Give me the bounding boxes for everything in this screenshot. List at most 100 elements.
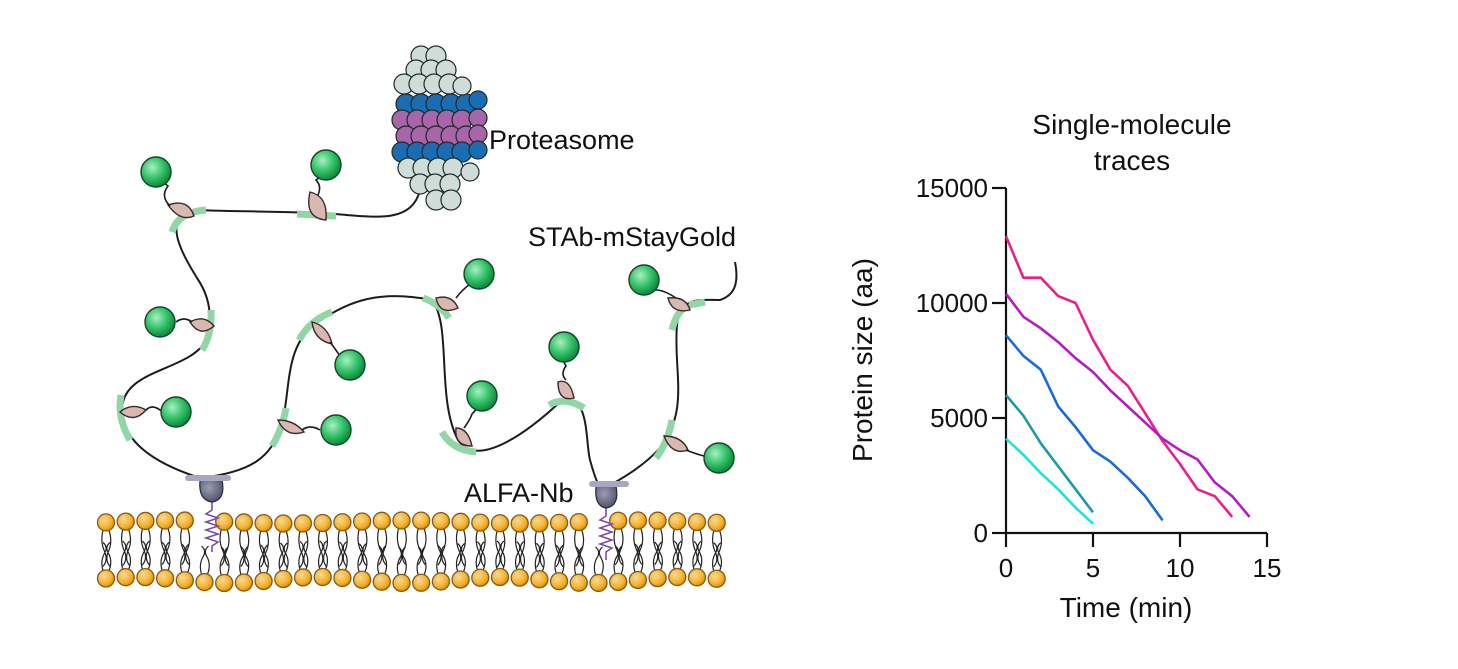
lipid-head [96,513,116,532]
alfa-nb-body [595,485,618,509]
lipid-head [431,572,451,591]
x-tick-label: 15 [1253,553,1282,583]
lipid-head [549,572,569,591]
proteasome-label: Proteasome [489,125,635,155]
lipid-head [451,570,470,589]
lipid-head [569,573,588,592]
lipid-head [215,573,234,593]
binding-sites [116,206,706,461]
lipid-head [313,513,332,533]
binding-site [199,309,215,352]
proteasome-subunit [468,90,488,110]
lipid-head [707,569,726,588]
lipid-head [372,572,391,591]
lipid-head [451,512,470,531]
x-tick-label: 10 [1166,553,1195,583]
lipid-head [490,514,510,533]
lipid-head [668,567,687,587]
nanobody [276,419,306,435]
lipid-head [116,512,135,531]
proteasome-subunit [468,108,488,128]
lipid-head [175,511,194,530]
proteasome-subunit [440,189,462,211]
lipid-head [293,568,313,587]
lipid-head [609,511,628,530]
nanobody [308,191,327,221]
lipid-head [155,569,175,588]
lipid-head [274,514,293,533]
binding-site [688,298,706,309]
gfp-sphere [463,258,495,290]
lipid-head [333,568,352,588]
lipid-head [313,567,332,587]
lipid-head [392,573,411,593]
gfp-sphere [310,149,342,181]
series-line-trace-2 [1004,293,1251,518]
nanobody [189,318,215,332]
lipid-head [293,514,313,533]
lipid-head [510,568,529,587]
gfp-sphere [703,442,735,474]
lipid-head [254,571,273,591]
alfa-nb-label: ALFA-Nb [464,478,574,508]
membrane-bottom-leaflet [96,567,726,593]
proteasome-subunit [468,124,488,144]
lipid-head [628,570,648,590]
gfp-sphere [160,396,192,428]
lipid-head [274,569,293,589]
x-tick-label: 5 [1086,553,1100,583]
y-axis-title: Protein size (aa) [847,258,878,462]
nanobody [435,296,459,312]
gfp-sphere [334,349,366,381]
gfp-sphere [548,331,580,363]
stab-mstaygold-spheres [140,149,735,474]
gfp-sphere [628,264,660,296]
lipid-head [352,512,372,531]
lipid-head [372,511,391,530]
lipid-head [589,573,608,593]
lipid-head [392,511,411,530]
binding-site [547,397,586,412]
lipid-head [609,572,628,592]
lipid-head [96,569,116,588]
lipid-head [471,513,490,532]
lipid-head [412,511,431,530]
lipid-head [471,568,490,587]
lipid-head [175,571,194,590]
gfp-sphere [320,414,352,446]
lipid-head [333,513,352,532]
lipid-head [412,573,431,592]
schematic-diagram: Proteasome STAb-mStayGold ALFA-Nb [96,45,738,593]
lipid-head [431,511,451,531]
binding-site [438,430,477,456]
lipid-head [234,513,254,532]
nanobody [662,435,689,453]
membrane-top-leaflet [96,511,726,533]
lipid-head [569,512,588,532]
lipid-head [530,514,549,533]
chart-title-line-1: Single-molecule [1032,109,1231,140]
lipid-head [215,512,234,531]
alfa-nb-body [199,479,224,503]
lipid-head [254,513,273,533]
y-tick-label: 15000 [916,173,988,203]
stab-mstaygold-label: STAb-mStayGold [528,222,736,252]
series-line-trace-5 [1005,437,1094,525]
binding-site [421,294,452,320]
anchor-spring [203,500,221,552]
lipid-head [195,572,214,592]
lipid-head [707,513,726,532]
lipid-head [648,568,667,588]
lipid-head [549,513,569,532]
binding-site [116,394,134,442]
nanobody [455,427,473,447]
series-line-trace-4 [1005,394,1095,514]
y-tick-label: 5000 [930,403,988,433]
membrane-lipid-tails [101,528,723,576]
lipid-head [668,512,687,531]
series-line-trace-3 [1005,334,1164,522]
nanobody [667,297,691,312]
proteasome [391,45,488,211]
